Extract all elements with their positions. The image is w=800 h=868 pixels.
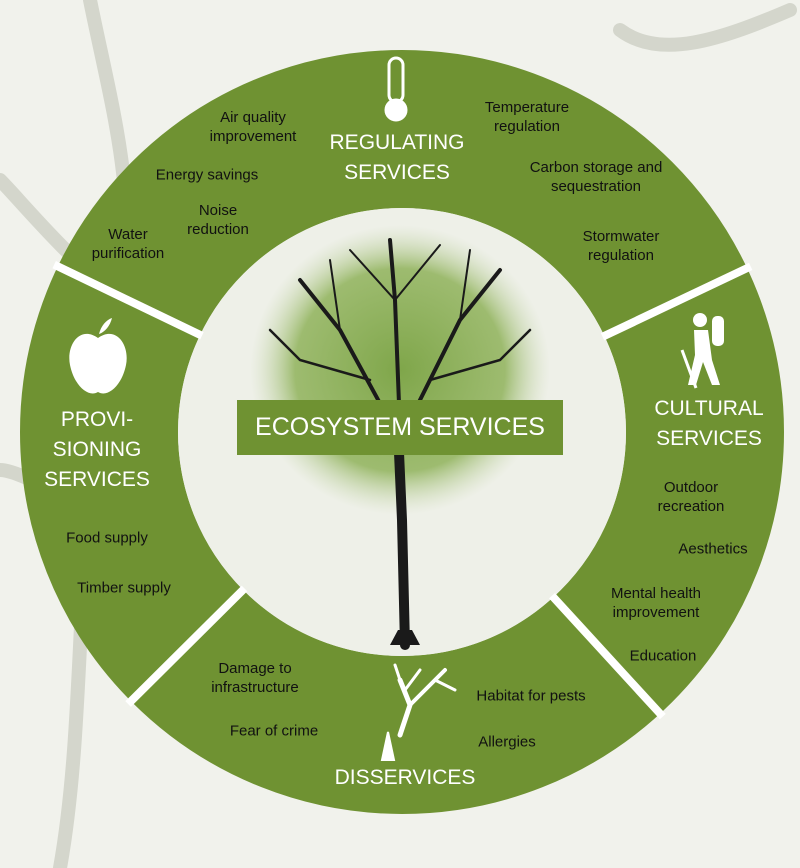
item-air-quality: Air quality improvement xyxy=(209,109,297,145)
title-line: SERVICES xyxy=(44,468,150,491)
dead-tree-icon xyxy=(380,663,457,761)
item-temperature-regulation: Temperature regulation xyxy=(484,99,570,135)
ring-divider xyxy=(125,585,248,707)
title-line: PROVI- xyxy=(60,408,134,431)
cultural-services-title: CULTURAL SERVICES xyxy=(654,394,763,454)
ring-divider xyxy=(52,261,204,340)
item-education: Education xyxy=(629,647,697,665)
item-energy-savings: Energy savings xyxy=(155,166,259,184)
regulating-services-title: REGULATING SERVICES xyxy=(330,128,465,188)
apple-icon xyxy=(69,318,127,394)
provisioning-services-title: PROVI- SIONING SERVICES xyxy=(44,405,150,495)
item-timber-supply: Timber supply xyxy=(77,579,171,597)
item-damage-infrastructure: Damage to infrastructure xyxy=(211,660,299,696)
item-noise-reduction: Noise reduction xyxy=(187,202,249,238)
ecosystem-services-label: ECOSYSTEM SERVICES xyxy=(237,400,563,455)
item-outdoor-recreation: Outdoor recreation xyxy=(657,479,725,515)
item-water-purification: Water purification xyxy=(91,226,165,262)
item-carbon-storage: Carbon storage and sequestration xyxy=(529,159,663,195)
item-aesthetics: Aesthetics xyxy=(678,540,748,558)
ring-dividers xyxy=(52,261,753,720)
item-food-supply: Food supply xyxy=(66,529,148,547)
title-line: SIONING xyxy=(52,438,142,461)
disservices-title: DISSERVICES xyxy=(334,766,476,789)
thermometer-icon xyxy=(384,56,408,122)
ring-divider xyxy=(600,262,753,341)
item-allergies: Allergies xyxy=(478,733,536,751)
title-line: CULTURAL xyxy=(654,397,764,420)
item-fear-of-crime: Fear of crime xyxy=(229,722,319,740)
title-line: SERVICES xyxy=(344,161,450,184)
title-line: SERVICES xyxy=(656,427,762,450)
item-stormwater-regulation: Stormwater regulation xyxy=(582,228,660,264)
hiker-icon xyxy=(680,313,724,389)
item-mental-health: Mental health improvement xyxy=(610,585,702,621)
title-line: REGULATING xyxy=(329,131,465,154)
item-habitat-pests: Habitat for pests xyxy=(476,687,586,705)
ring-divider xyxy=(549,592,666,720)
